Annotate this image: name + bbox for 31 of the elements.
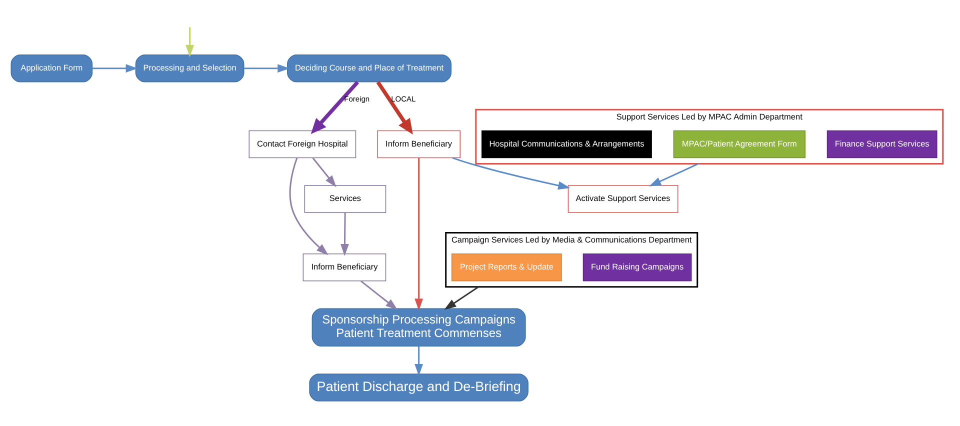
arrow [340, 212, 349, 256]
arrow [376, 80, 413, 134]
node-box: Processing and Selection [135, 54, 244, 82]
arrow [186, 26, 194, 57]
arrow [452, 156, 570, 190]
arrow [312, 156, 336, 187]
arrow [444, 286, 479, 310]
node-box: Fund Raising Campaigns [582, 252, 692, 281]
arrow [289, 157, 328, 255]
node-box: Activate Support Services [568, 184, 678, 212]
node-box: Inform Beneficiary [302, 252, 386, 281]
edge-label: LOCAL [391, 94, 416, 103]
node-box: Contact Foreign Hospital [248, 130, 356, 158]
arrow [414, 346, 424, 376]
arrow [244, 64, 290, 72]
node-box: Patient Discharge and De-Briefing [309, 373, 528, 401]
node-box: Finance Support Services [826, 130, 938, 158]
arrow [92, 64, 138, 72]
edge-label: Foreign [344, 94, 370, 103]
node-box: Application Form [10, 54, 93, 82]
arrow [649, 162, 699, 186]
node-box: Deciding Course and Place of Treatment [287, 54, 452, 82]
arrow [360, 280, 398, 310]
node-box: Services [304, 184, 386, 212]
node-box: Sponsorship Processing Campaigns Patient Treatment Commenses [312, 308, 526, 346]
node-box: MPAC/Patient Agreement Form [673, 130, 806, 158]
arrow [310, 80, 360, 134]
node-box: Inform Beneficiary [377, 130, 460, 158]
node-box: Hospital Communications & Arrangements [482, 130, 652, 158]
node-box: Project Reports & Update [451, 252, 562, 281]
arrow [414, 157, 424, 310]
